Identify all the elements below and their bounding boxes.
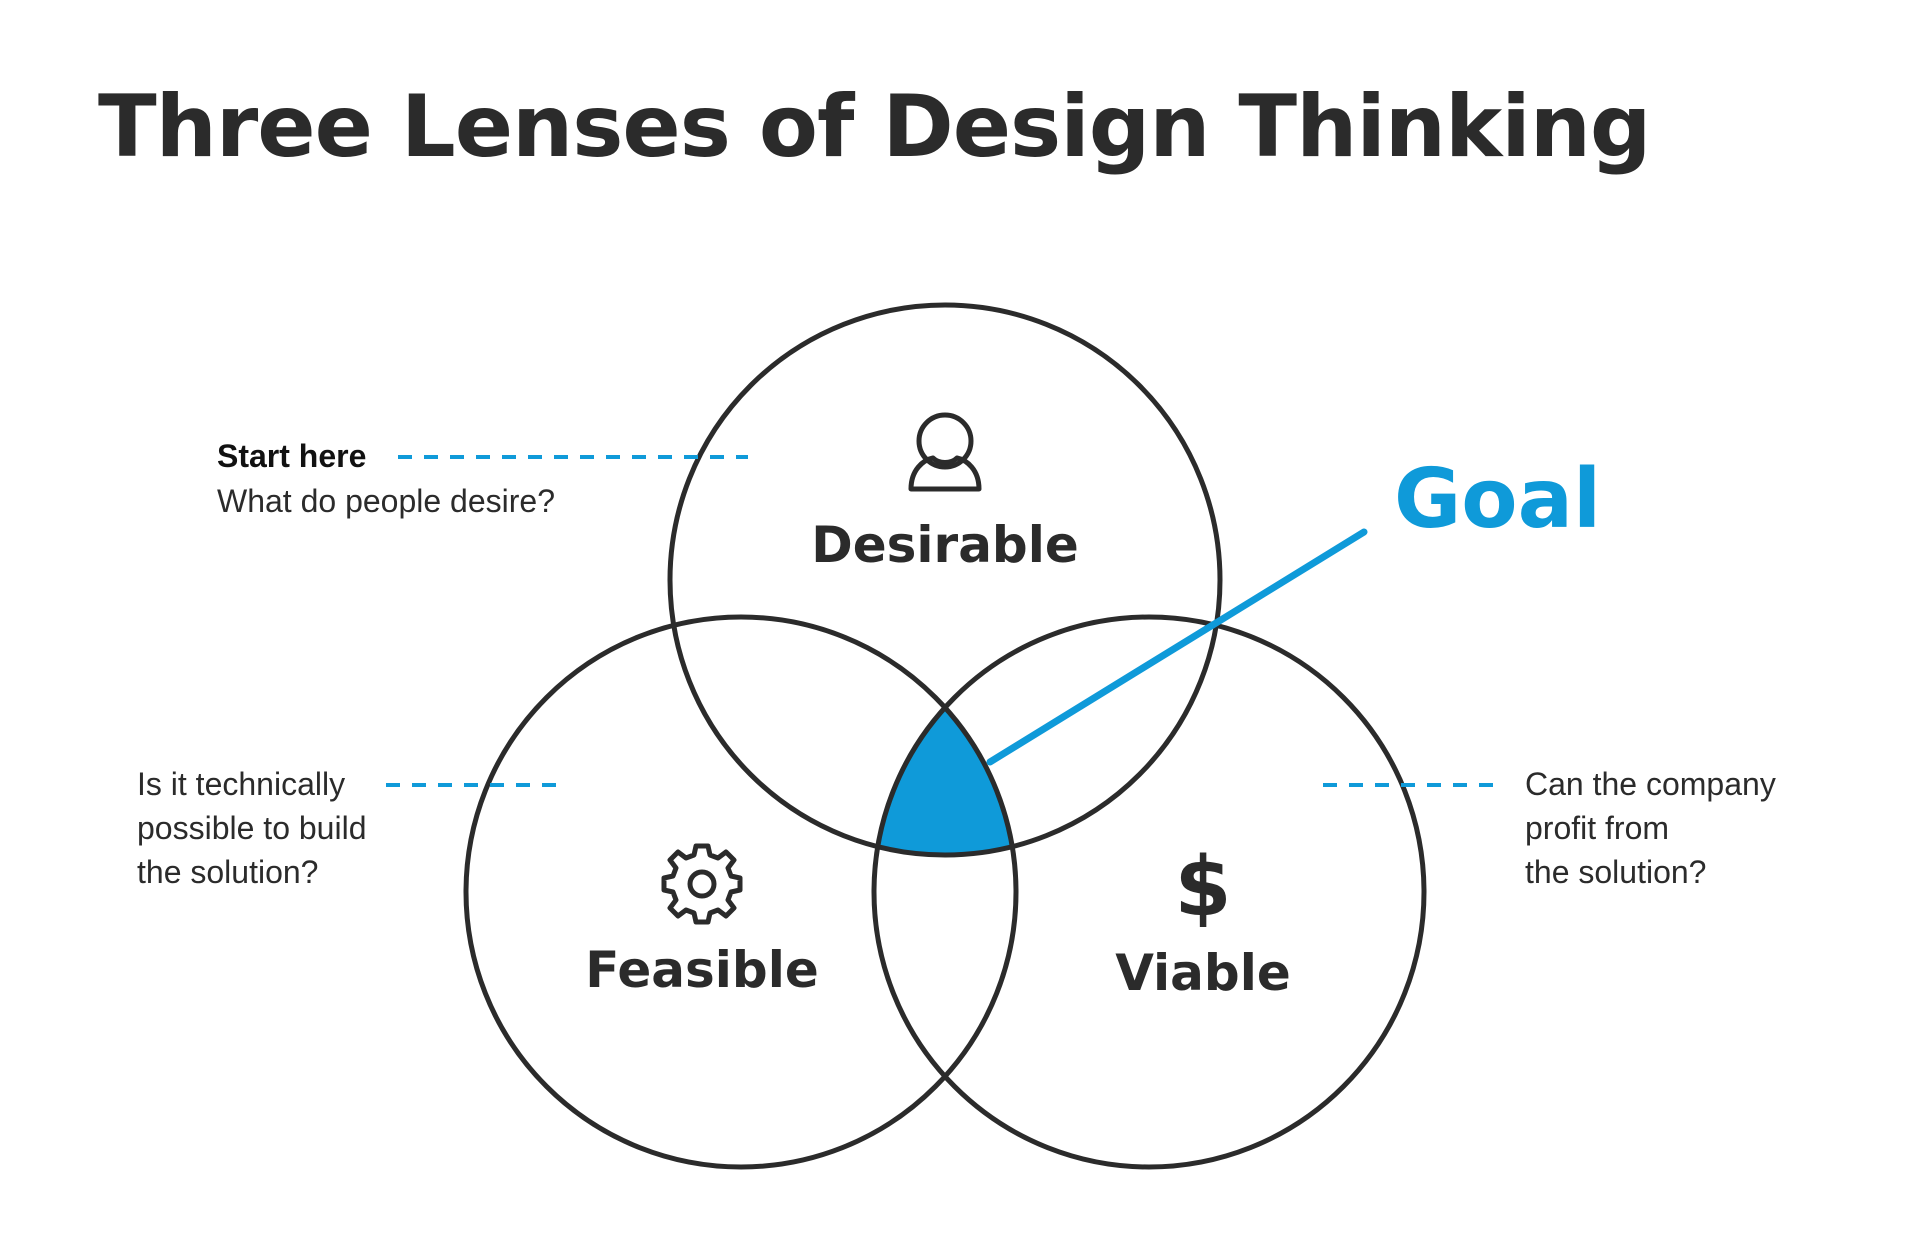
feasible-note-line-3: the solution? — [137, 854, 318, 890]
viable-label: Viable — [1115, 944, 1291, 1002]
dollar-icon: $ — [1174, 840, 1231, 935]
person-icon — [908, 412, 982, 492]
desirable-note-line-1: What do people desire? — [217, 483, 555, 519]
goal-region-clip — [874, 617, 1016, 855]
feasible-note-line-2: possible to build — [137, 810, 366, 846]
goal-label: Goal — [1394, 452, 1601, 547]
viable-note-line-2: profit from — [1525, 810, 1669, 846]
feasible-circle — [463, 614, 1019, 1170]
viable-circle — [871, 614, 1427, 1170]
goal-pointer-line — [986, 528, 1368, 766]
page-title: Three Lenses of Design Thinking — [98, 77, 1651, 177]
desirable-label: Desirable — [811, 516, 1079, 574]
start-here-heading: Start here — [217, 438, 366, 474]
goal-region — [874, 617, 1016, 855]
viable-note-line-1: Can the company — [1525, 766, 1776, 802]
viable-note-line-3: the solution? — [1525, 854, 1706, 890]
feasible-label: Feasible — [585, 941, 819, 999]
feasible-note-line-1: Is it technically — [137, 766, 345, 802]
gear-icon — [661, 843, 743, 925]
desirable-circle — [667, 302, 1223, 858]
